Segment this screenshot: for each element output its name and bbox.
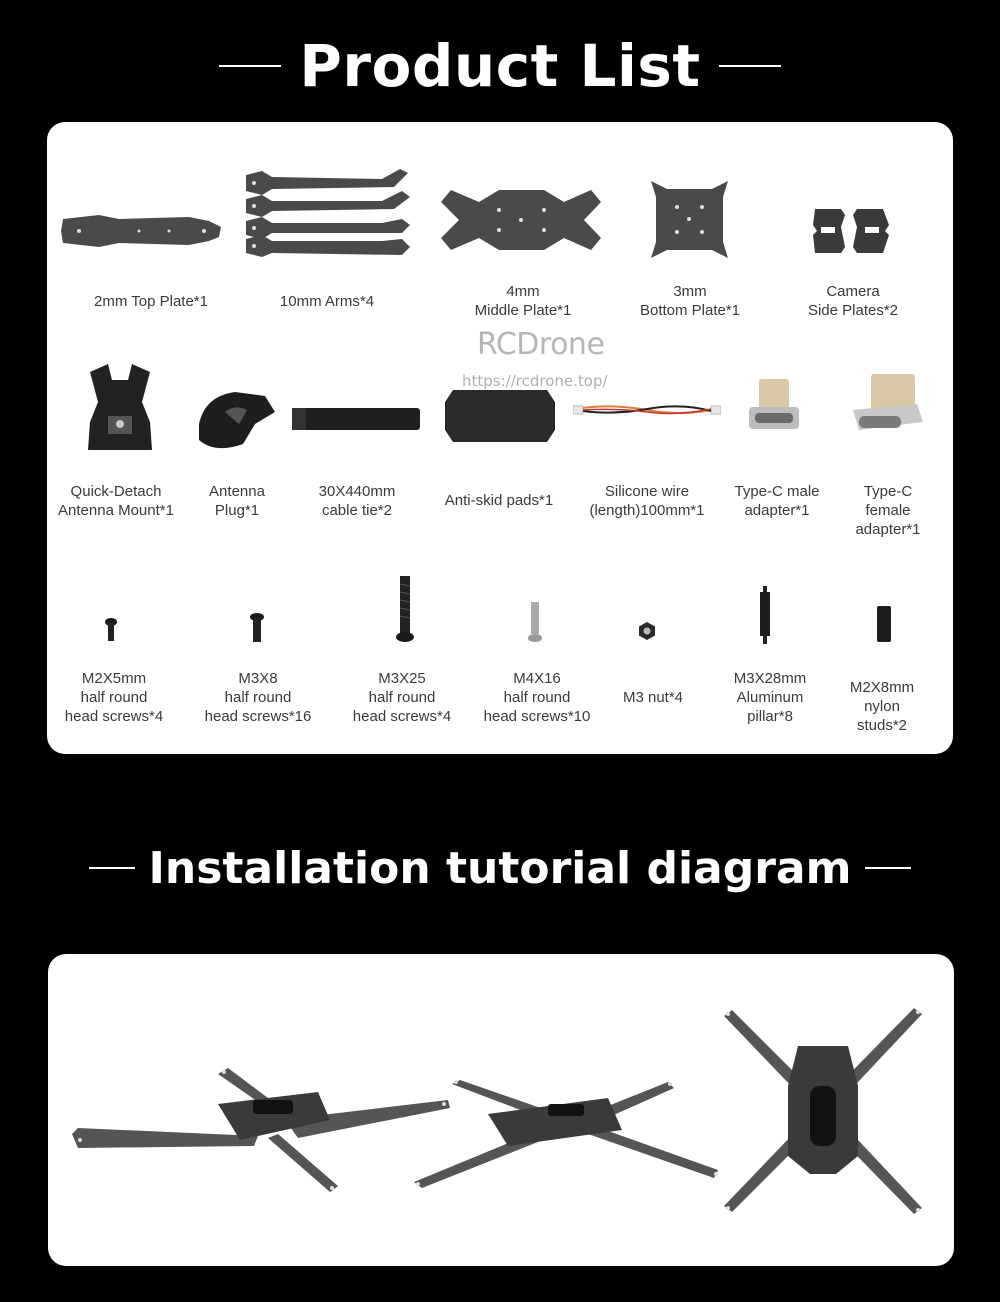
- anti-skid-pads-image: [445, 390, 555, 442]
- m3-nut-label: M3 nut*4: [622, 689, 684, 706]
- heading-dash-right: [718, 65, 781, 67]
- antenna-plug-label: Antenna Plug*1: [209, 483, 265, 519]
- m4x16-screw-label: M4X16 half round head screws*10: [483, 670, 591, 725]
- silicone-wire-image: [573, 405, 721, 415]
- m3-nut-image: [639, 622, 655, 640]
- assembled-frame-side-view: [72, 1068, 450, 1192]
- camera-side-plates-image: [813, 209, 889, 253]
- bottom-plate-image: [651, 181, 728, 258]
- m3x25-screw-label: M3X25 half round head screws*4: [352, 670, 452, 725]
- m2x5-screw-image: [105, 618, 117, 641]
- m4x16-screw-image: [528, 602, 542, 642]
- installation-heading: Installation tutorial diagram: [0, 836, 1000, 900]
- antenna-plug-image: [199, 392, 275, 449]
- arms-image: [246, 169, 410, 257]
- installation-card: [48, 954, 954, 1266]
- m3x28-pillar-image: [760, 586, 770, 644]
- anti-skid-pads-label: Anti-skid pads*1: [444, 492, 554, 509]
- bottom-plate-label: 3mm Bottom Plate*1: [639, 283, 741, 319]
- heading-dash-right: [865, 867, 912, 869]
- typec-male-label: Type-C male adapter*1: [734, 483, 820, 519]
- typec-female-label: Type-C female adapter*1: [855, 483, 921, 538]
- m3x8-screw-image: [250, 613, 264, 642]
- cable-tie-label: 30X440mm cable tie*2: [318, 483, 396, 519]
- heading-dash-left: [88, 867, 135, 869]
- m3x25-screw-image: [396, 576, 414, 642]
- antenna-mount-image: [88, 364, 152, 450]
- product-list-heading: Product List: [0, 28, 1000, 104]
- assembled-frame-bottom-view: [724, 1008, 922, 1214]
- m2x8-nylon-stud-label: M2X8mm nylon studs*2: [849, 679, 915, 734]
- antenna-mount-label: Quick-Detach Antenna Mount*1: [58, 483, 174, 519]
- middle-plate-label: 4mm Middle Plate*1: [474, 283, 572, 319]
- typec-female-image: [853, 374, 923, 430]
- product-list-card: RCDrone https://rcdrone.top/ 2mm Top Pla…: [47, 122, 953, 754]
- heading-dash-left: [219, 65, 282, 67]
- cable-tie-image: [292, 408, 420, 430]
- installation-title: Installation tutorial diagram: [148, 842, 852, 894]
- middle-plate-image: [441, 190, 601, 250]
- typec-male-image: [749, 379, 799, 429]
- watermark-brand: RCDrone: [477, 327, 605, 362]
- m3x28-pillar-label: M3X28mm Aluminum pillar*8: [733, 670, 807, 725]
- m2x8-nylon-stud-image: [877, 606, 891, 642]
- arms-label: 10mm Arms*4: [279, 293, 375, 310]
- m2x5-screw-label: M2X5mm half round head screws*4: [64, 670, 164, 725]
- assembled-frame-angled-view: [414, 1080, 718, 1188]
- top-plate-label: 2mm Top Plate*1: [94, 293, 208, 310]
- product-list-title: Product List: [299, 32, 701, 100]
- top-plate-image: [61, 215, 221, 247]
- m3x8-screw-label: M3X8 half round head screws*16: [204, 670, 312, 725]
- silicone-wire-label: Silicone wire (length)100mm*1: [589, 483, 705, 519]
- camera-side-plates-label: Camera Side Plates*2: [807, 283, 899, 319]
